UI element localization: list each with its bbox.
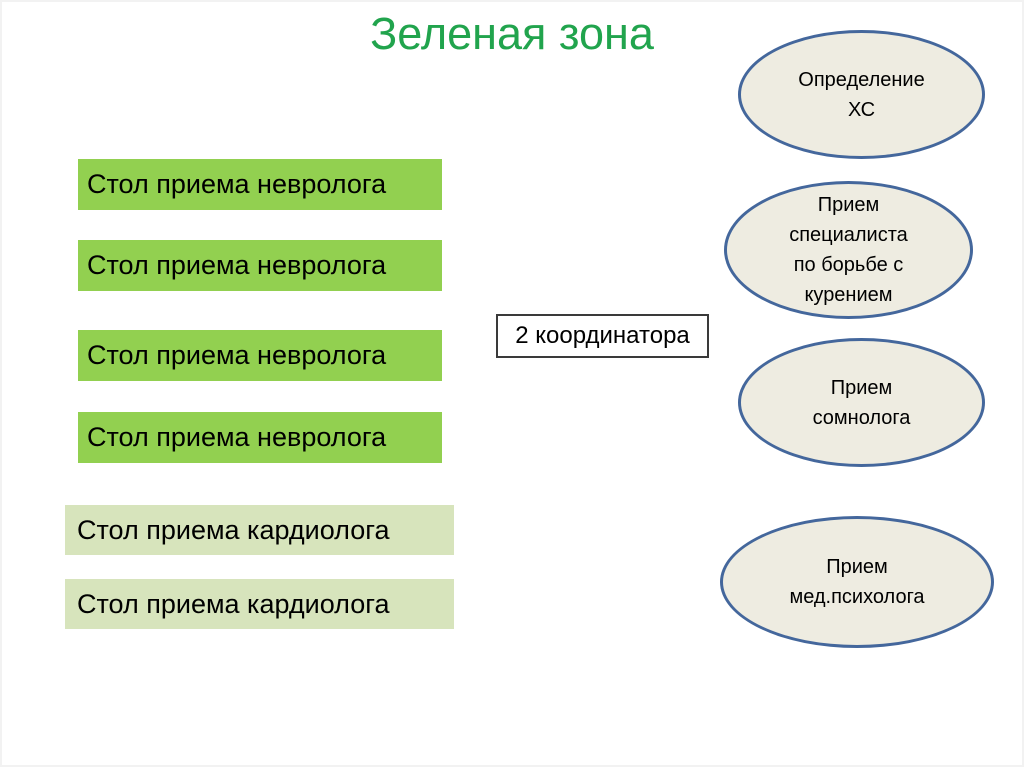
ellipse-smoking-specialist: Прием специалиста по борьбе с курением <box>724 181 973 319</box>
coordinators-box: 2 координатора <box>496 314 709 358</box>
cardiologist-desk-box-1: Стол приема кардиолога <box>65 505 454 555</box>
ellipse-med-psychologist: Прием мед.психолога <box>720 516 994 648</box>
neurologist-desk-box-3: Стол приема невролога <box>78 330 442 381</box>
neurologist-desk-box-4: Стол приема невролога <box>78 412 442 463</box>
neurologist-desk-box-1: Стол приема невролога <box>78 159 442 210</box>
page-title: Зеленая зона <box>370 8 654 59</box>
neurologist-desk-box-2: Стол приема невролога <box>78 240 442 291</box>
ellipse-somnologist: Прием сомнолога <box>738 338 985 467</box>
ellipse-hs-definition: Определение ХС <box>738 30 985 159</box>
cardiologist-desk-box-2: Стол приема кардиолога <box>65 579 454 629</box>
